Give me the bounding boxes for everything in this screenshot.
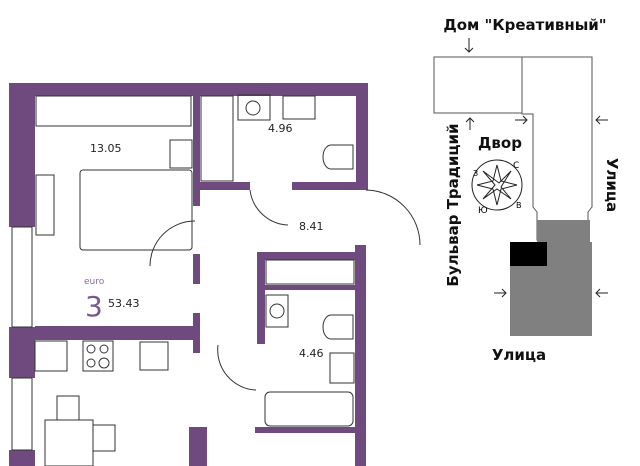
apartment-location-marker bbox=[510, 242, 547, 266]
compass-west: З bbox=[473, 169, 478, 178]
compass-south: Ю bbox=[478, 206, 488, 216]
chair bbox=[92, 424, 116, 452]
sink-1 bbox=[282, 95, 316, 120]
furniture bbox=[34, 94, 421, 466]
compass-east: В bbox=[516, 201, 522, 210]
room-count: 3 bbox=[85, 290, 103, 323]
door-arc bbox=[365, 189, 421, 246]
door-arc bbox=[217, 344, 257, 391]
bed bbox=[79, 169, 193, 251]
apartment-type: euro bbox=[84, 277, 105, 287]
stove bbox=[82, 340, 114, 372]
room-area-bedroom: 13.05 bbox=[90, 142, 122, 155]
toilet-1 bbox=[322, 144, 354, 170]
room-area-bathroom-2: 4.46 bbox=[299, 347, 324, 360]
street-right-label: Улица bbox=[603, 158, 621, 212]
walls bbox=[9, 83, 368, 466]
room-area-hallway: 8.41 bbox=[299, 220, 324, 233]
toilet-2 bbox=[322, 314, 354, 340]
washer-2 bbox=[265, 294, 289, 328]
residential-building bbox=[521, 56, 593, 241]
wardrobe-bedroom bbox=[35, 95, 192, 127]
kitchen-sink bbox=[139, 341, 169, 371]
table bbox=[44, 419, 94, 466]
washer-1 bbox=[237, 94, 271, 121]
boulevard-label: Бульвар Традиций bbox=[444, 123, 462, 286]
building-gray bbox=[510, 220, 592, 336]
chair bbox=[56, 395, 80, 421]
wardrobe-hall bbox=[200, 95, 234, 182]
wardrobe-2 bbox=[265, 259, 355, 285]
room-labels: 13.05 4.96 8.41 4.46 euro 3 53.43 bbox=[84, 122, 324, 360]
street-bottom-label: Улица bbox=[492, 346, 546, 364]
fridge bbox=[34, 340, 68, 372]
nightstand bbox=[169, 139, 193, 169]
arrow-icons bbox=[464, 38, 608, 298]
courtyard-label: Двор bbox=[478, 134, 522, 152]
room-area-bathroom-1: 4.96 bbox=[268, 122, 293, 135]
neighbor-building bbox=[433, 56, 523, 114]
compass-north: С bbox=[513, 161, 519, 171]
door-arc bbox=[249, 189, 289, 226]
compass-icon: С В Ю З bbox=[471, 159, 523, 216]
bathtub bbox=[264, 391, 354, 427]
tv-stand bbox=[35, 174, 55, 236]
windows bbox=[11, 226, 33, 451]
door-arc bbox=[149, 220, 196, 267]
total-area: 53.43 bbox=[108, 297, 140, 310]
site-map: Дом "Креативный" Двор Бульвар Традиций У… bbox=[433, 16, 621, 364]
neighbor-building-label: Дом "Креативный" bbox=[443, 16, 606, 34]
sink-2 bbox=[329, 352, 355, 384]
